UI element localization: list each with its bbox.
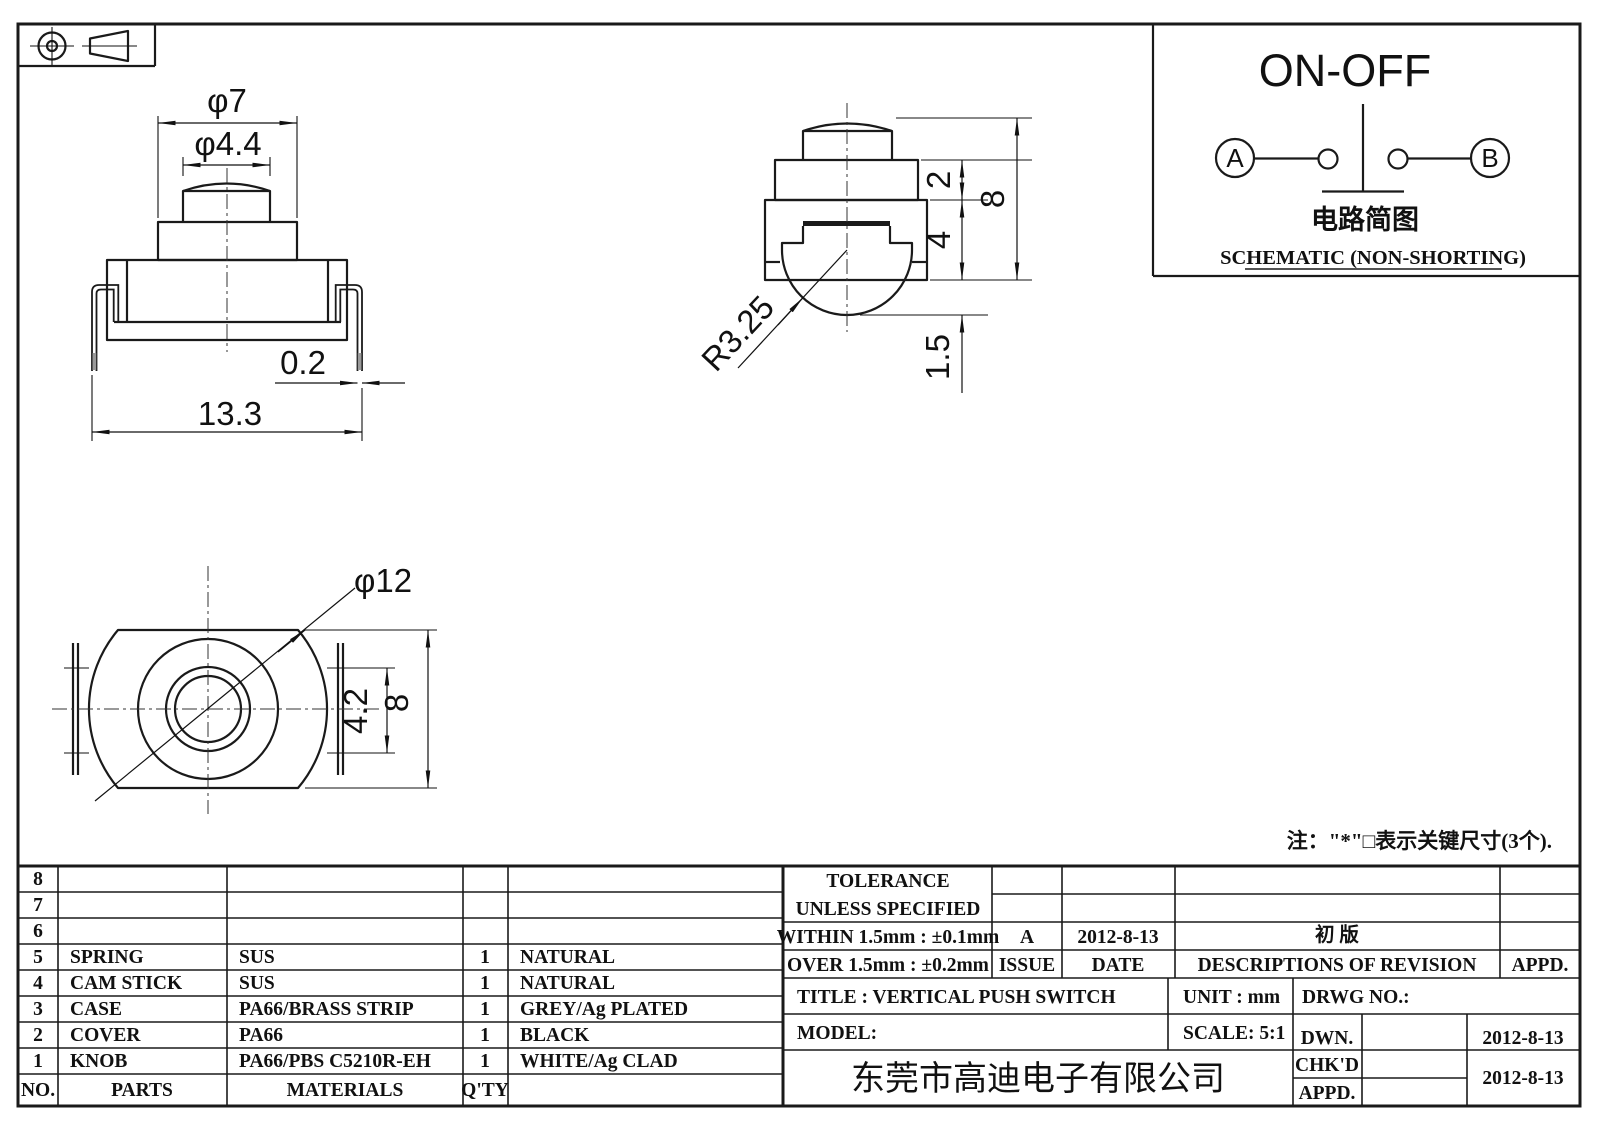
dim-h2: 2 (920, 171, 957, 189)
schematic-circuit: A B (1214, 104, 1511, 193)
terminal-b-label: B (1481, 143, 1498, 173)
dwn-label: DWN. (1301, 1028, 1354, 1049)
dim-r325: R3.25 (694, 288, 781, 378)
side-view-outline (763, 122, 929, 317)
projection-target-icon (30, 27, 74, 65)
row5-finish: NATURAL (520, 947, 615, 968)
row3-no: 3 (33, 999, 43, 1020)
row4-finish: NATURAL (520, 973, 615, 994)
table-grid (18, 864, 1580, 1108)
tolerance-block: TOLERANCE UNLESS SPECIFIED WITHIN 1.5mm … (777, 871, 1569, 976)
projection-symbol (18, 24, 157, 68)
terminal-a-label: A (1226, 143, 1244, 173)
row7-no: 7 (33, 895, 43, 916)
tolerance-over: OVER 1.5mm : ±0.2mm (787, 955, 989, 976)
dim-dia12: φ12 (354, 562, 412, 599)
row2-finish: BLACK (520, 1025, 590, 1046)
row2-materials: PA66 (239, 1025, 283, 1046)
side-view: R3.25 2 4 8 1.5 (694, 103, 1032, 393)
schematic-caption-en: SCHEMATIC (NON-SHORTING) (1220, 247, 1526, 269)
title-value: TITLE : VERTICAL PUSH SWITCH (797, 987, 1116, 1008)
revision-appd-label: APPD. (1512, 955, 1569, 976)
row4-qty: 1 (480, 973, 490, 994)
top-view: φ12 4.2 8 (52, 562, 437, 814)
model-label: MODEL: (797, 1023, 877, 1044)
schematic-title: ON-OFF (1259, 45, 1431, 96)
row1-finish: WHITE/Ag CLAD (520, 1051, 678, 1072)
dim-dia7: φ7 (207, 82, 247, 119)
dim-h42: 4.2 (337, 688, 374, 734)
revision-value: 初 版 (1315, 923, 1359, 946)
front-right-pin (334, 284, 363, 371)
date-label: DATE (1092, 955, 1145, 976)
issue-label: ISSUE (999, 955, 1055, 976)
row1-no: 1 (33, 1051, 43, 1072)
tolerance-title2: UNLESS SPECIFIED (796, 899, 981, 920)
dim-dia44: φ4.4 (194, 125, 261, 162)
dim-t02: 0.2 (280, 344, 326, 381)
header-parts: PARTS (111, 1080, 173, 1101)
header-qty: Q'TY (461, 1080, 509, 1101)
row4-materials: SUS (239, 973, 275, 994)
unit-value: UNIT : mm (1183, 987, 1280, 1008)
row2-parts: COVER (70, 1025, 141, 1046)
revision-label: DESCRIPTIONS OF REVISION (1198, 955, 1477, 976)
chkd-date: 2012-8-13 (1482, 1068, 1563, 1089)
tolerance-title1: TOLERANCE (826, 871, 949, 892)
row3-materials: PA66/BRASS STRIP (239, 999, 414, 1020)
company-name: 东莞市高迪电子有限公司 (851, 1060, 1225, 1098)
header-no: NO. (21, 1080, 55, 1101)
projection-cone-icon (82, 29, 137, 63)
front-left-pin (91, 284, 120, 371)
row1-materials: PA66/PBS C5210R-EH (239, 1051, 431, 1072)
dim-h8: 8 (974, 190, 1011, 208)
row6-no: 6 (33, 921, 43, 942)
row4-parts: CAM STICK (70, 973, 183, 994)
chkd-label: CHK'D (1295, 1055, 1359, 1076)
title-block: TITLE : VERTICAL PUSH SWITCH UNIT : mm D… (797, 987, 1564, 1104)
scale-value: SCALE: 5:1 (1183, 1023, 1285, 1044)
row5-materials: SUS (239, 947, 275, 968)
row1-parts: KNOB (70, 1051, 127, 1072)
dim-h4: 4 (920, 231, 957, 249)
tolerance-within: WITHIN 1.5mm : ±0.1mm (777, 927, 999, 948)
row3-qty: 1 (480, 999, 490, 1020)
schematic-caption-cn: 电路简图 (1311, 204, 1419, 235)
dim-top-h8: 8 (378, 694, 415, 712)
row8-no: 8 (33, 869, 43, 890)
parts-table: 8 7 6 5 SPRING SUS 1 NATURAL 4 CAM STICK… (21, 869, 688, 1101)
row3-parts: CASE (70, 999, 122, 1020)
issue-value: A (1020, 927, 1034, 948)
row5-qty: 1 (480, 947, 490, 968)
revision-date-value: 2012-8-13 (1077, 927, 1158, 948)
row3-finish: GREY/Ag PLATED (520, 999, 688, 1020)
row1-qty: 1 (480, 1051, 490, 1072)
schematic-panel: ON-OFF A B 电路简图 SCHEMATIC (NON-SHORTING) (1151, 24, 1580, 278)
row2-qty: 1 (480, 1025, 490, 1046)
front-dimensions: φ7 φ4.4 0.2 13.3 (91, 82, 405, 441)
dwn-date: 2012-8-13 (1482, 1028, 1563, 1049)
row5-no: 5 (33, 947, 43, 968)
dim-h15: 1.5 (919, 334, 956, 380)
header-materials: MATERIALS (287, 1080, 404, 1101)
row4-no: 4 (33, 973, 43, 994)
front-view: φ7 φ4.4 0.2 13.3 (91, 82, 405, 441)
drwg-no-label: DRWG NO.: (1302, 987, 1410, 1008)
appd-label: APPD. (1299, 1083, 1356, 1104)
key-dimension-note: 注："*"□表示关键尺寸(3个). (1287, 829, 1552, 853)
row5-parts: SPRING (70, 947, 144, 968)
row2-no: 2 (33, 1025, 43, 1046)
top-dimensions: φ12 4.2 8 (94, 562, 437, 802)
dim-w133: 13.3 (198, 395, 262, 432)
